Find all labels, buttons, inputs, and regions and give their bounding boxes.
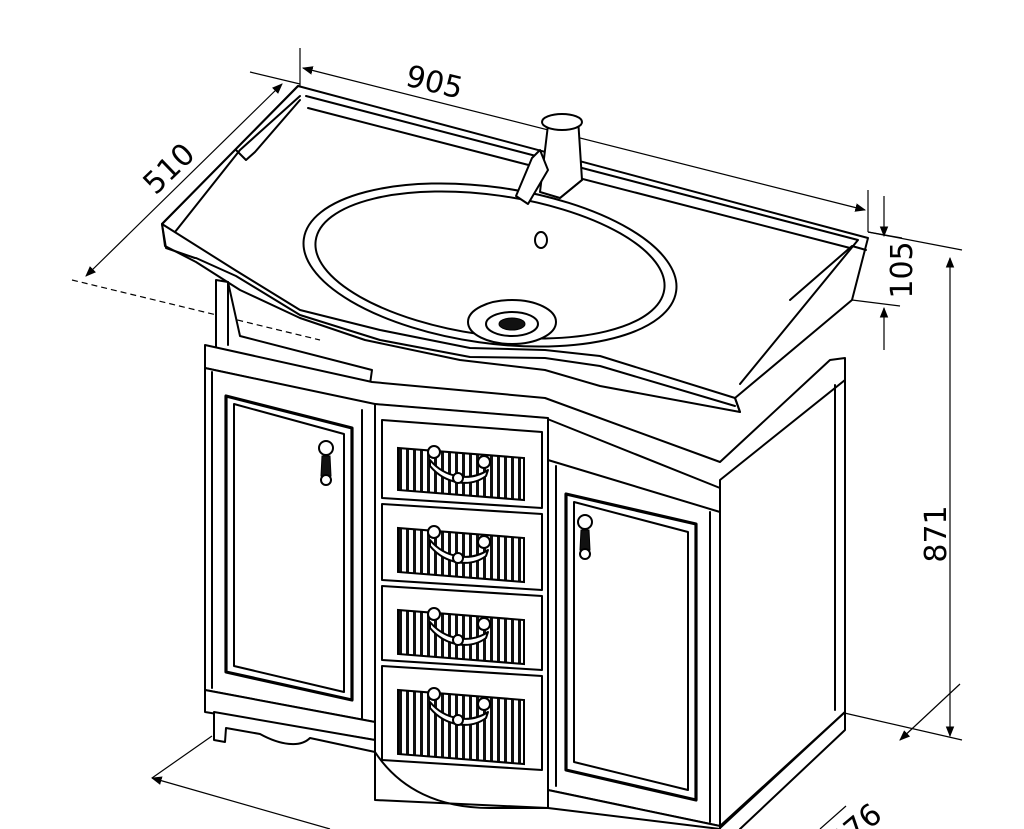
basin [302, 182, 678, 348]
drawer-handles [427, 445, 491, 726]
faucet [515, 113, 583, 205]
sink-height-dimension: 105 [885, 241, 920, 298]
drawers [381, 419, 543, 771]
cabinet [204, 279, 846, 829]
dimension-lines [71, 48, 963, 829]
bottom-depth-dimension: 476 [823, 797, 889, 829]
body-height-dimension: 871 [919, 505, 954, 562]
door-knobs [318, 440, 593, 560]
width-dimension: 905 [402, 59, 466, 107]
